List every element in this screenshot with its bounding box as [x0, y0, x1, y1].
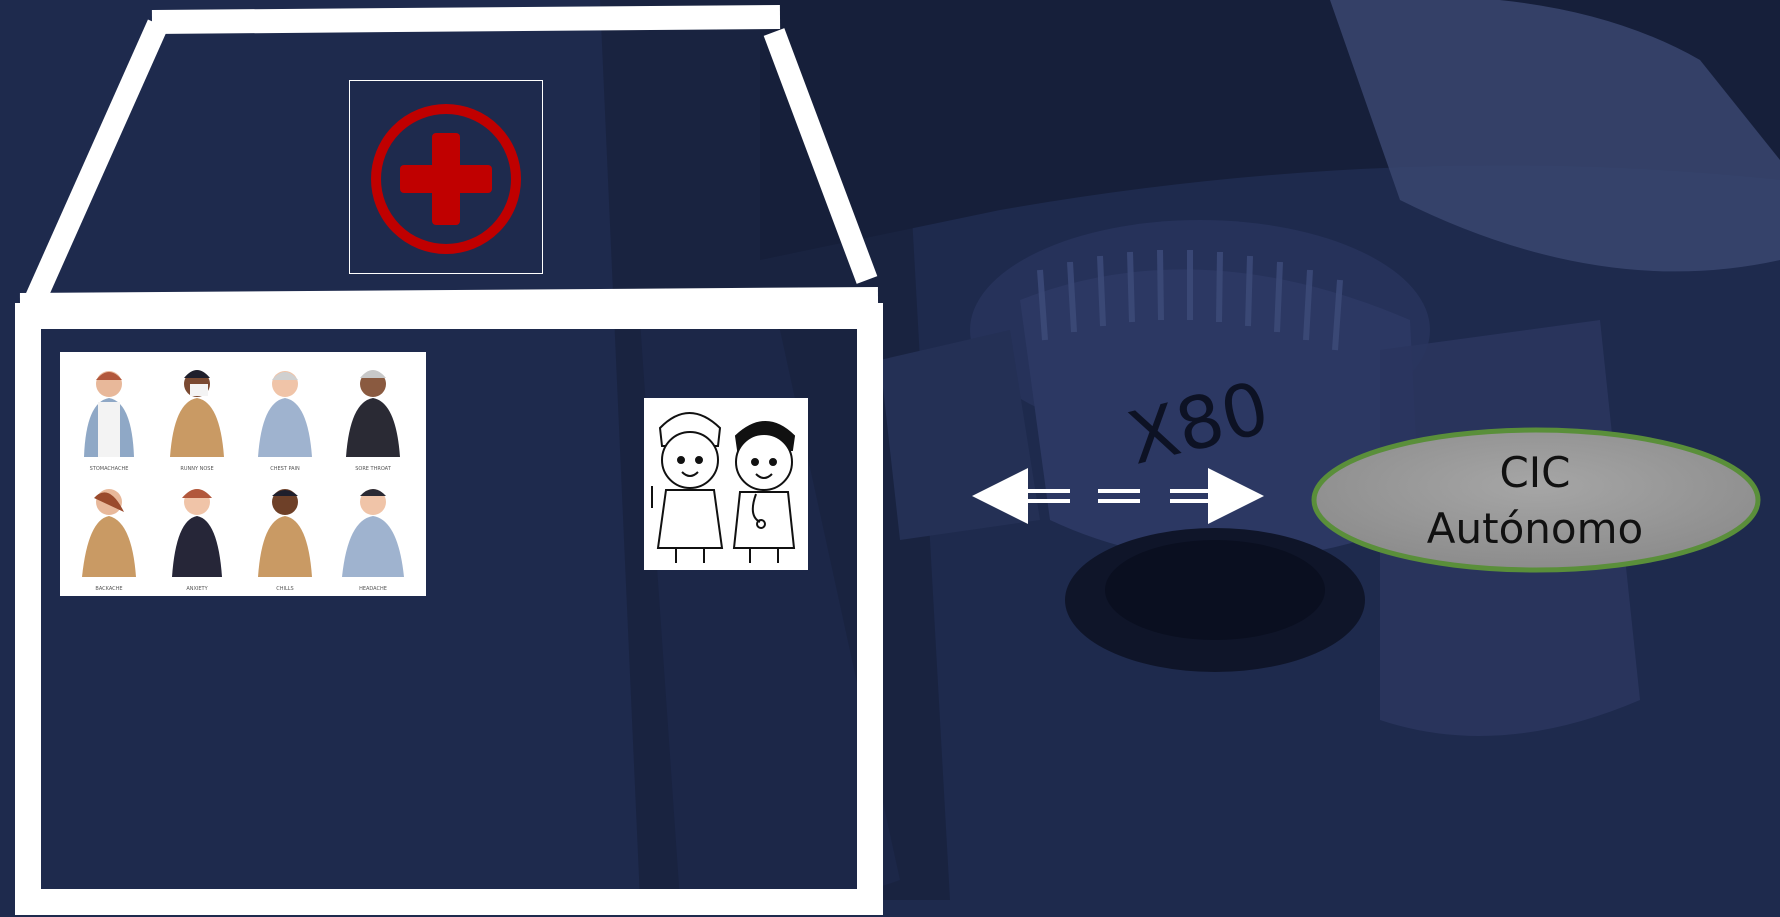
- cic-label[interactable]: CIC Autónomo: [1315, 445, 1755, 557]
- symptom-label: ANXIETY: [186, 586, 208, 592]
- double-headed-dashed-arrow-icon[interactable]: [972, 464, 1264, 528]
- symptom-label: CHILLS: [276, 586, 293, 592]
- symptom-label: CHEST PAIN: [270, 466, 300, 472]
- symptom-label: SORE THROAT: [355, 466, 392, 472]
- cic-label-line1: CIC: [1315, 445, 1755, 501]
- symptom-label: HEADACHE: [359, 586, 387, 592]
- symptom-label: RUNNY NOSE: [180, 466, 213, 472]
- cic-label-line2: Autónomo: [1315, 501, 1755, 557]
- red-cross-icon: [350, 81, 542, 273]
- doctor-and-nurse-icon: [644, 398, 808, 570]
- symptoms-image: STOMACHACHE RUNNY NOSE CHEST PAIN SORE T…: [60, 352, 426, 596]
- hospital-emblem: [349, 80, 543, 274]
- symptom-label: BACKACHE: [95, 586, 122, 592]
- people-with-symptoms-icon: STOMACHACHE RUNNY NOSE CHEST PAIN SORE T…: [60, 352, 426, 596]
- symptom-label: STOMACHACHE: [90, 466, 129, 472]
- doctors-image: [644, 398, 808, 570]
